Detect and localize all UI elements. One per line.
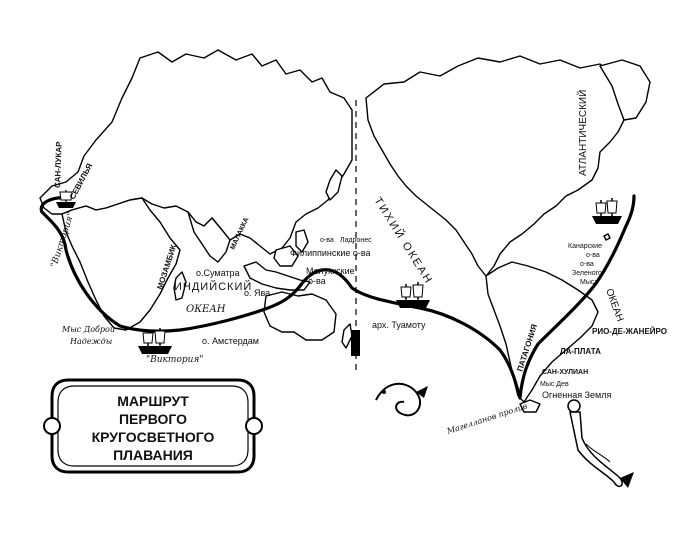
ship-sanlucar bbox=[56, 190, 76, 208]
label-cape-good-hope-1: Мыс Доброй bbox=[61, 325, 115, 334]
borneo bbox=[273, 245, 299, 267]
ship-atlantic bbox=[592, 198, 622, 224]
japan bbox=[325, 169, 343, 201]
label-moluccas-1: Молуккские bbox=[306, 266, 355, 276]
label-ladrones-1: о-ва bbox=[320, 237, 334, 244]
label-amsterdam: о. Амстердам bbox=[202, 336, 259, 346]
australia-coastline bbox=[263, 291, 337, 341]
title-line-4: ПЛАВАНИЯ bbox=[113, 447, 193, 463]
philippines bbox=[295, 229, 309, 253]
label-rio: РИО-ДЕ-ЖАНЕЙРО bbox=[592, 327, 667, 336]
madagascar bbox=[173, 271, 187, 301]
label-canary-1: Канарские bbox=[568, 243, 602, 250]
ocean-label-indian-1: ИНДИЙСКИЙ bbox=[174, 280, 252, 293]
new-zealand bbox=[341, 323, 353, 349]
label-cape-verde-3: Мыса bbox=[580, 279, 598, 286]
south-america-coastline bbox=[485, 261, 599, 403]
sea-monster-illustration bbox=[375, 382, 428, 417]
label-la-plata: ЛА-ПЛАТА bbox=[560, 347, 601, 356]
ocean-label-indian-2: ОКЕАН bbox=[186, 304, 226, 315]
africa-coastline bbox=[61, 197, 181, 331]
label-tuamotu: арх. Туамоту bbox=[372, 320, 426, 330]
label-victoria-ship: "Виктория" bbox=[146, 355, 204, 365]
label-san-lucar: САН-ЛУКАР bbox=[53, 141, 64, 188]
ocean-label-atlantic-2: ОКЕАН bbox=[603, 287, 625, 323]
label-moluccas-2: о-ва bbox=[308, 276, 326, 286]
dateline bbox=[351, 100, 360, 370]
label-cape-good-hope-2: Надежды bbox=[69, 337, 112, 346]
title-cartouche: МАРШРУТ ПЕРВОГО КРУГОСВЕТНОГО ПЛАВАНИЯ bbox=[43, 378, 263, 474]
ocean-label-atlantic-1: АТЛАНТИЧЕСКИЙ bbox=[576, 90, 589, 176]
north-america-coastline bbox=[365, 55, 627, 277]
title-line-2: ПЕРВОГО bbox=[119, 411, 187, 427]
mermaid-illustration bbox=[567, 399, 634, 488]
ship-victoria-south-africa bbox=[138, 328, 172, 354]
ship-pacific bbox=[396, 282, 430, 308]
label-tierra-del-fuego: Огненная Земля bbox=[542, 390, 611, 400]
ocean-label-pacific: ТИХИЙ ОКЕАН bbox=[371, 195, 435, 287]
greenland bbox=[599, 59, 651, 121]
landmasses bbox=[39, 49, 651, 413]
india-coastline bbox=[187, 211, 231, 263]
title-line-1: МАРШРУТ bbox=[117, 393, 189, 409]
title-line-3: КРУГОСВЕТНОГО bbox=[92, 429, 215, 445]
label-cape-verde-2: Зеленого bbox=[572, 270, 602, 277]
label-sumatra: о.Сумат­ра bbox=[196, 268, 240, 278]
label-java: о. Ява bbox=[244, 288, 270, 298]
tierra-del-fuego bbox=[519, 399, 541, 413]
label-canary-2: о-ва bbox=[586, 252, 600, 259]
label-san-julian: САН-ХУЛИАН bbox=[542, 369, 588, 376]
label-magellan-strait: Магелланов пролив bbox=[445, 401, 529, 436]
label-philippines: Филиппинские о-ва bbox=[290, 248, 371, 258]
label-cape-virgins: Мыс Дев bbox=[540, 381, 569, 388]
canary-islands bbox=[603, 233, 611, 241]
label-ladrones-2: Ладронес bbox=[340, 237, 372, 244]
indonesia-islands bbox=[243, 261, 311, 291]
label-cape-verde-1: о-ва bbox=[580, 261, 594, 268]
voyage-route bbox=[39, 194, 636, 400]
